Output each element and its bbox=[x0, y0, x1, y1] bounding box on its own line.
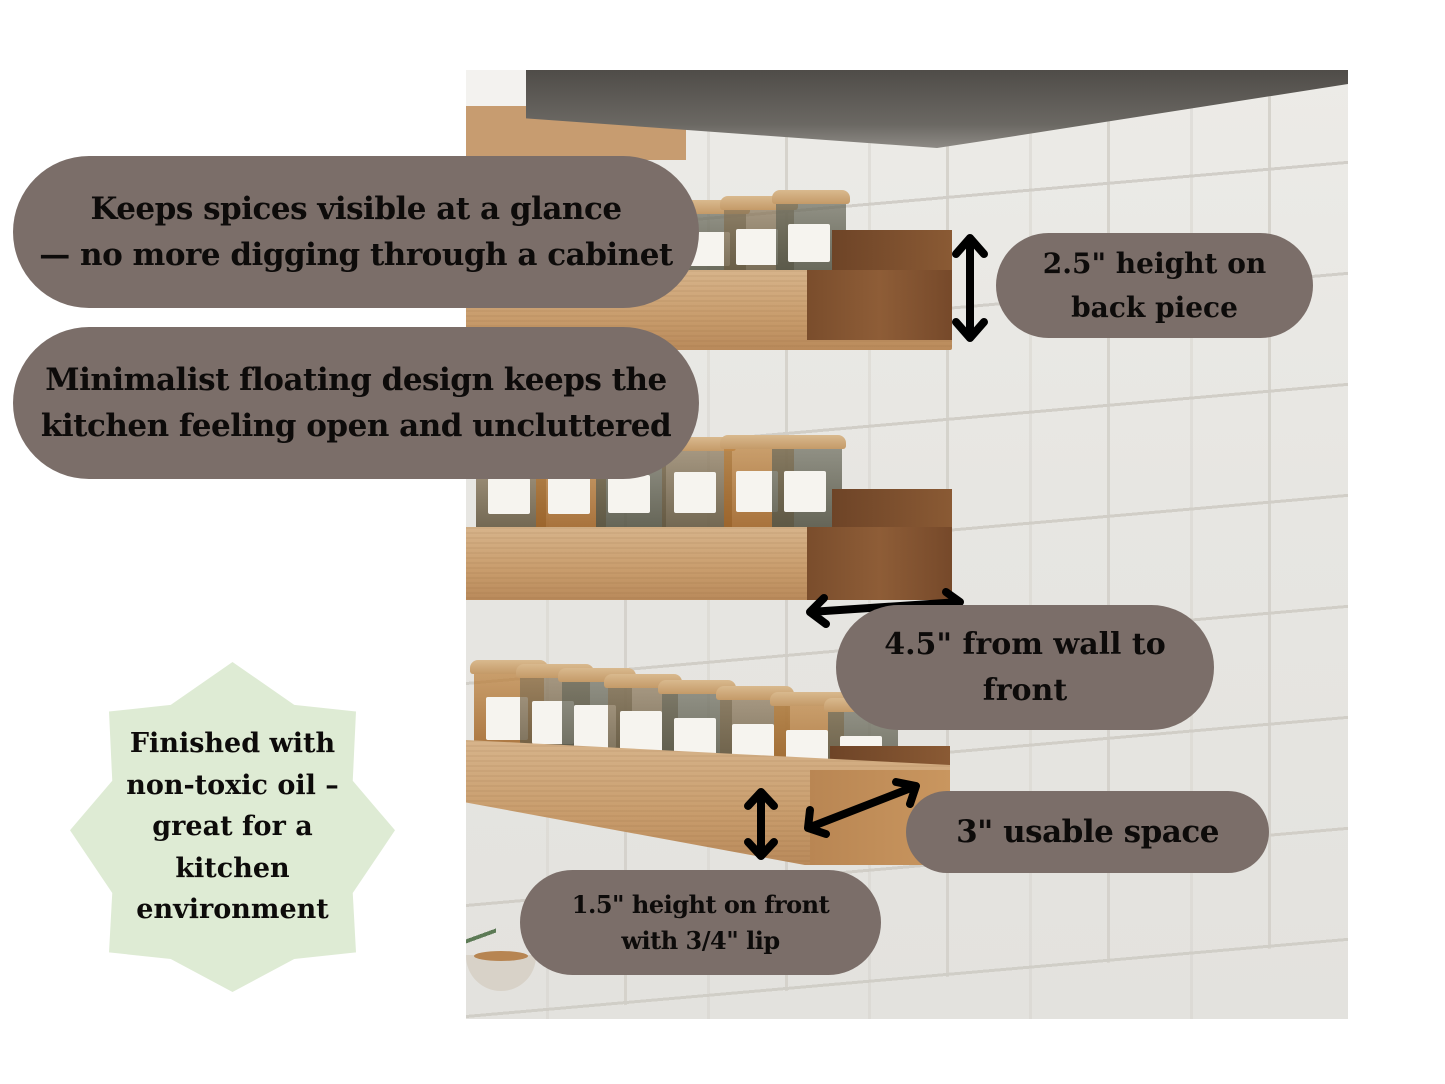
callout-usable-space: 3" usable space bbox=[906, 791, 1269, 873]
badge-line: great for a bbox=[152, 811, 313, 843]
front-height-arrow-icon bbox=[744, 788, 778, 860]
callout-line: 2.5" height on bbox=[1042, 246, 1267, 280]
bottom-shelf bbox=[466, 660, 950, 865]
callout-wall-to-front: 4.5" from wall to front bbox=[836, 605, 1214, 730]
callout-back-height: 2.5" height on back piece bbox=[996, 233, 1313, 338]
shelf-end bbox=[807, 527, 952, 600]
badge-line: environment bbox=[136, 894, 329, 926]
finish-badge: Finished with non-toxic oil – great for … bbox=[70, 662, 395, 992]
callout-line: front bbox=[982, 672, 1068, 708]
callout-front-height: 1.5" height on front with 3/4" lip bbox=[520, 870, 881, 975]
callout-minimalist-design: Minimalist floating design keeps the kit… bbox=[13, 327, 699, 479]
callout-visible-spices: Keeps spices visible at a glance — no mo… bbox=[13, 156, 699, 308]
back-height-arrow-icon bbox=[952, 234, 988, 342]
spice-jar bbox=[768, 435, 846, 531]
middle-shelf bbox=[466, 435, 952, 600]
badge-line: kitchen bbox=[175, 852, 290, 884]
badge-line: non-toxic oil – bbox=[126, 769, 339, 801]
callout-line: 4.5" from wall to bbox=[884, 626, 1166, 662]
callout-line: with 3/4" lip bbox=[621, 925, 780, 955]
callout-line: kitchen feeling open and uncluttered bbox=[40, 408, 672, 444]
callout-line: 1.5" height on front bbox=[571, 889, 830, 919]
badge-line: Finished with bbox=[129, 728, 336, 760]
callout-line: back piece bbox=[1071, 290, 1238, 324]
callout-line: — no more digging through a cabinet bbox=[39, 237, 673, 273]
callout-line: Minimalist floating design keeps the bbox=[45, 362, 667, 398]
callout-line: 3" usable space bbox=[956, 814, 1219, 850]
callout-line: Keeps spices visible at a glance bbox=[90, 191, 622, 227]
shelf-end bbox=[807, 270, 952, 340]
usable-space-arrow-icon bbox=[804, 778, 920, 838]
